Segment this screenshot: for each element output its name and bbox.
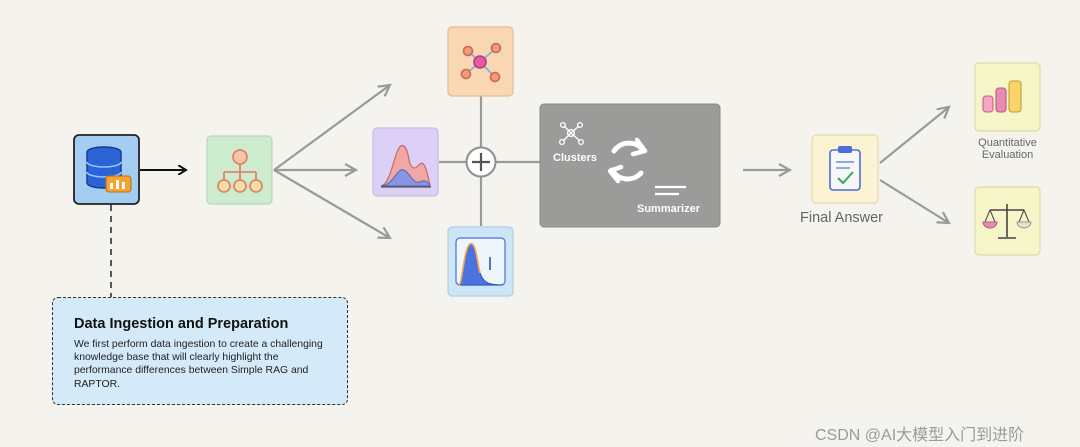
arrow-hierarchy-down xyxy=(273,169,390,238)
summarizer-label: Summarizer xyxy=(637,203,700,215)
metrics-node xyxy=(974,62,1041,132)
network-icon xyxy=(460,42,502,83)
final-answer-label: Final Answer xyxy=(800,210,884,226)
summarizer-box xyxy=(539,103,721,228)
ingestion-info-card: Data Ingestion and Preparation We first … xyxy=(52,297,348,405)
gaussian-node xyxy=(447,226,514,297)
quantitative-evaluation-label: Quantitative Evaluation xyxy=(960,137,1055,161)
bar-chart-icon xyxy=(982,80,1022,113)
database-node xyxy=(73,134,140,205)
hierarchy-icon xyxy=(217,149,263,193)
database-icon xyxy=(86,146,132,193)
distribution-icon xyxy=(380,144,431,188)
info-card-title: Data Ingestion and Preparation xyxy=(74,316,289,332)
plus-junction-icon xyxy=(465,146,497,178)
distribution-node xyxy=(372,127,439,197)
watermark: CSDN @AI大模型入门到进阶 xyxy=(815,427,1025,444)
hierarchy-node xyxy=(206,135,273,205)
arrow-final-to-balance xyxy=(879,179,949,223)
network-node xyxy=(447,26,514,97)
quantitative-label-line2: Evaluation xyxy=(981,149,1034,161)
refresh-icon xyxy=(607,137,648,184)
arrow-final-to-metrics xyxy=(879,107,949,164)
quantitative-label-line1: Quantitative xyxy=(978,137,1037,149)
final-answer-node xyxy=(811,134,879,204)
arrow-hierarchy-up xyxy=(273,85,390,171)
balance-node xyxy=(974,186,1041,256)
clipboard-check-icon xyxy=(829,146,861,191)
clusters-label: Clusters xyxy=(553,152,598,164)
gaussian-icon xyxy=(455,237,506,286)
info-card-description: We first perform data ingestion to creat… xyxy=(74,339,323,390)
cluster-icon xyxy=(558,121,585,146)
scale-icon xyxy=(982,204,1032,239)
